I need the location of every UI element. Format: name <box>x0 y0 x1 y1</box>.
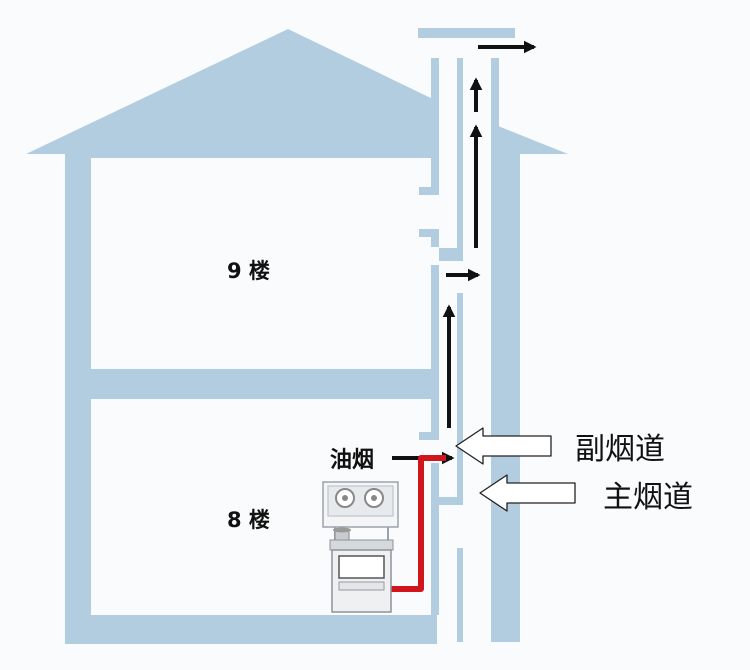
left-wall <box>65 154 91 644</box>
main-flue-callout-arrow <box>479 474 576 512</box>
floor-label-8: 8 楼 <box>227 508 270 532</box>
oil-smoke-label: 油烟 <box>330 448 374 473</box>
floor-slab-9-8 <box>91 369 437 399</box>
ceiling-slab-9 <box>65 154 437 158</box>
flue-cap <box>418 28 515 38</box>
house-walls <box>65 154 437 644</box>
range-hood-icon <box>322 481 399 540</box>
ground-slab <box>65 615 437 644</box>
main-flue-label: 主烟道 <box>603 480 693 515</box>
roof <box>26 29 568 154</box>
secondary-flue-callout-arrow <box>455 427 552 465</box>
stove-icon <box>329 527 394 613</box>
secondary-flue-label: 副烟道 <box>575 432 665 467</box>
floor-label-9: 9 楼 <box>227 259 270 283</box>
exhaust-pipe <box>388 455 446 592</box>
flue-shafts <box>418 28 520 642</box>
